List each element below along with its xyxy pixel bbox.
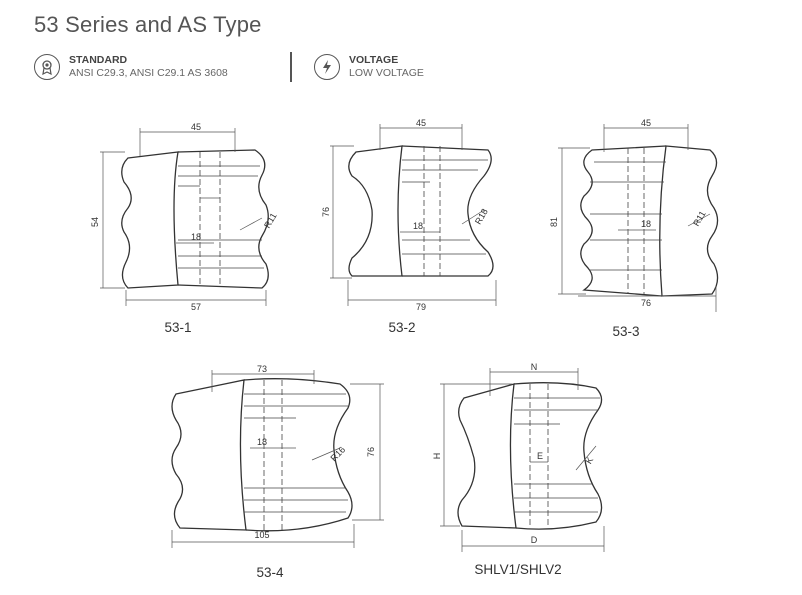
dim-top-53-1: 45: [191, 122, 201, 132]
voltage-spec: VOLTAGE LOW VOLTAGE: [314, 50, 424, 84]
dim-radius-53-4: R16: [329, 445, 348, 464]
dim-bottom-53-3: 76: [641, 298, 651, 308]
dim-inner-53-2: 18: [413, 221, 423, 231]
standard-spec: STANDARD ANSI C29.3, ANSI C29.1 AS 3608: [34, 50, 228, 84]
voltage-value: LOW VOLTAGE: [349, 67, 424, 79]
dim-inner-53-4: 18: [257, 437, 267, 447]
drawing-53-1: 45 54 57 18 R11 53-1: [90, 122, 279, 335]
drawing-shlv: N H D E K SHLV1/SHLV2: [432, 362, 605, 577]
dim-inner-53-1: 18: [191, 232, 201, 242]
drawing-53-3: 45 81 76 18 R11 53-3: [549, 118, 719, 339]
standard-value: ANSI C29.3, ANSI C29.1 AS 3608: [69, 67, 228, 79]
dim-top-53-4: 73: [257, 364, 267, 374]
lightning-icon: [314, 54, 340, 80]
dim-right-53-4: 76: [366, 447, 376, 457]
dim-radius-53-1: R11: [262, 211, 279, 230]
dim-radius-shlv: K: [584, 455, 596, 465]
dim-top-53-3: 45: [641, 118, 651, 128]
dim-left-shlv: H: [432, 453, 442, 460]
dim-inner-shlv: E: [537, 451, 543, 461]
dim-top-shlv: N: [531, 362, 538, 372]
voltage-label: VOLTAGE: [349, 54, 399, 66]
dim-bottom-53-2: 79: [416, 302, 426, 312]
dim-inner-53-3: 18: [641, 219, 651, 229]
dim-left-53-3: 81: [549, 217, 559, 227]
drawing-53-4: 73 76 105 18 R16 53-4: [171, 364, 384, 580]
dim-top-53-2: 45: [416, 118, 426, 128]
standard-label: STANDARD: [69, 54, 128, 66]
dim-bottom-53-4: 105: [254, 530, 269, 540]
divider: [290, 52, 292, 82]
caption-53-3: 53-3: [612, 324, 639, 339]
caption-53-1: 53-1: [164, 320, 191, 335]
dim-left-53-1: 54: [90, 217, 100, 227]
dim-bottom-53-1: 57: [191, 302, 201, 312]
dim-radius-53-2: R18: [473, 207, 490, 226]
page-title: 53 Series and AS Type: [34, 12, 262, 37]
dim-left-53-2: 76: [321, 207, 331, 217]
caption-53-4: 53-4: [256, 565, 284, 580]
drawing-53-2: 45 76 79 18 R18 53-2: [321, 118, 497, 335]
caption-53-2: 53-2: [388, 320, 415, 335]
certificate-icon: [34, 54, 60, 80]
dim-radius-53-3: R11: [691, 209, 708, 228]
dim-bottom-shlv: D: [531, 535, 538, 545]
caption-shlv: SHLV1/SHLV2: [474, 562, 561, 577]
